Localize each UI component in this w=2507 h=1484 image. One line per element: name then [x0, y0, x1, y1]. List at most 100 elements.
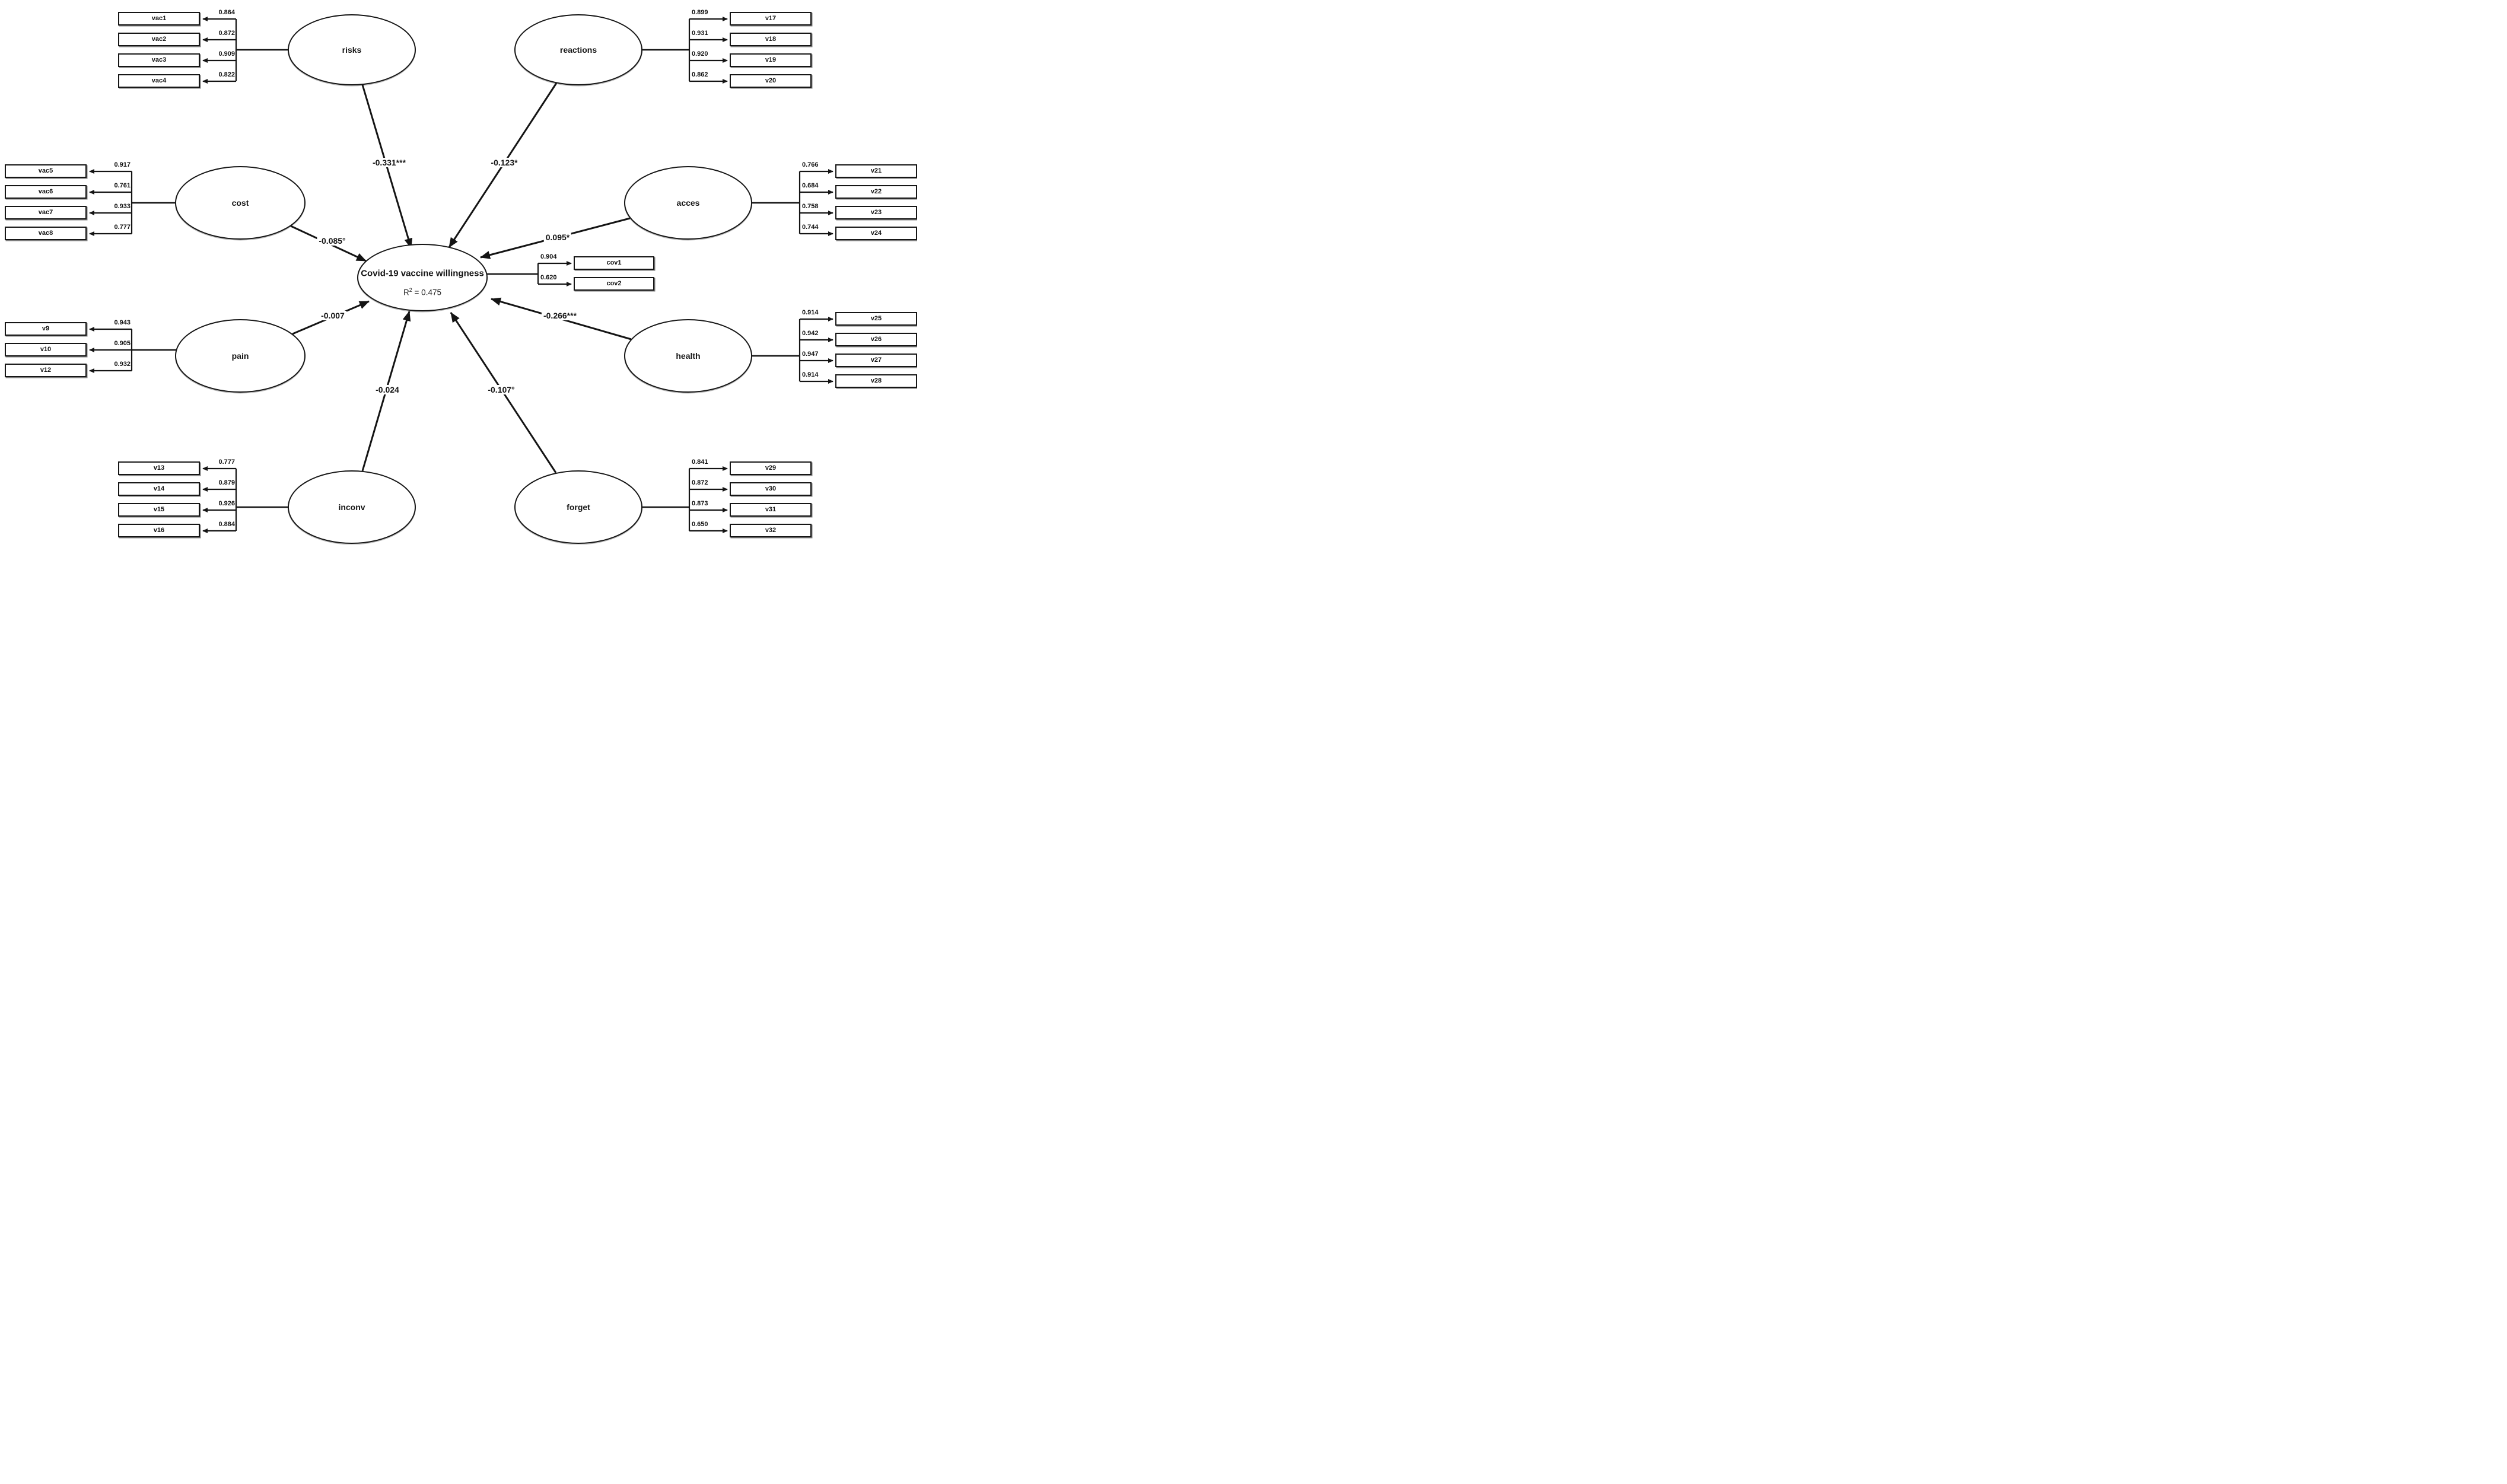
latent-ellipse-center-willingness [357, 244, 488, 311]
indicator-label: v17 [765, 15, 777, 22]
loading-value: 0.942 [802, 330, 819, 337]
indicator-box-v22: v22 [835, 185, 917, 199]
indicator-box-v29: v29 [730, 461, 812, 475]
indicator-label: v31 [765, 506, 777, 513]
latent-ellipse-acces: acces [624, 166, 752, 240]
loading-value: 0.758 [802, 203, 819, 210]
path-coefficient-health: -0.266*** [541, 311, 579, 320]
path-coefficient-inconv: -0.024 [374, 385, 401, 394]
indicator-label: v22 [870, 188, 882, 195]
latent-label: forget [567, 502, 590, 512]
indicator-label: vac5 [38, 167, 53, 174]
indicator-box-vac7: vac7 [5, 206, 87, 219]
indicator-label: v13 [153, 464, 165, 472]
indicator-box-v23: v23 [835, 206, 917, 219]
indicator-label: v23 [870, 209, 882, 216]
loading-value: 0.917 [114, 161, 131, 168]
loading-value: 0.841 [692, 458, 708, 466]
indicator-label: vac6 [38, 188, 53, 195]
indicator-box-v24: v24 [835, 227, 917, 240]
latent-ellipse-pain: pain [175, 319, 306, 393]
loading-value: 0.777 [218, 458, 235, 466]
path-coefficient-pain: -0.007 [319, 311, 346, 320]
indicator-box-vac1: vac1 [118, 12, 200, 26]
indicator-label: cov2 [606, 280, 622, 287]
latent-label: pain [231, 351, 249, 361]
indicator-label: cov1 [606, 259, 622, 266]
loading-value: 0.920 [692, 50, 708, 58]
indicator-label: v12 [40, 367, 52, 374]
indicator-box-cov1: cov1 [574, 256, 654, 270]
indicator-box-v12: v12 [5, 364, 87, 377]
loading-value: 0.766 [802, 161, 819, 168]
indicator-box-v28: v28 [835, 374, 917, 388]
loading-value: 0.926 [218, 500, 235, 507]
loading-value: 0.650 [692, 521, 708, 528]
indicator-label: vac7 [38, 209, 53, 216]
loading-value: 0.932 [114, 361, 131, 368]
loading-value: 0.872 [218, 30, 235, 37]
indicator-box-v15: v15 [118, 503, 200, 517]
indicator-arrows [89, 17, 833, 533]
loading-value: 0.761 [114, 182, 131, 189]
latent-ellipse-reactions: reactions [514, 14, 642, 85]
loading-value: 0.931 [692, 30, 708, 37]
indicator-box-v13: v13 [118, 461, 200, 475]
loading-value: 0.684 [802, 182, 819, 189]
latent-label: reactions [559, 45, 597, 55]
latent-ellipse-health: health [624, 319, 752, 393]
loading-value: 0.914 [802, 371, 819, 378]
loading-value: 0.909 [218, 50, 235, 58]
indicator-box-vac2: vac2 [118, 33, 200, 46]
latent-label: cost [231, 198, 249, 208]
indicator-box-v26: v26 [835, 333, 917, 346]
loading-value: 0.884 [218, 521, 235, 528]
loading-value: 0.872 [692, 479, 708, 486]
indicator-box-v32: v32 [730, 524, 812, 537]
loading-value: 0.933 [114, 203, 131, 210]
measurement-connectors [132, 49, 800, 508]
indicator-box-vac3: vac3 [118, 53, 200, 67]
indicator-label: v29 [765, 464, 777, 472]
latent-label: acces [676, 198, 700, 208]
indicator-box-cov2: cov2 [574, 277, 654, 291]
loading-value: 0.899 [692, 9, 708, 16]
loading-value: 0.862 [692, 71, 708, 78]
loading-value: 0.947 [802, 351, 819, 358]
path-coefficient-acces: 0.095* [543, 233, 572, 242]
indicator-label: v19 [765, 56, 777, 63]
indicator-label: v28 [870, 377, 882, 384]
indicator-box-v21: v21 [835, 164, 917, 178]
indicator-box-v30: v30 [730, 482, 812, 496]
loading-value: 0.905 [114, 340, 131, 347]
indicator-label: v32 [765, 527, 777, 534]
indicator-label: vac3 [151, 56, 167, 63]
indicator-label: vac2 [151, 36, 167, 43]
indicator-box-v14: v14 [118, 482, 200, 496]
loading-value: 0.904 [540, 253, 557, 260]
center-r-squared: R2 = 0.475 [403, 286, 441, 297]
latent-label: inconv [338, 502, 365, 512]
indicator-label: v18 [765, 36, 777, 43]
indicator-label: v14 [153, 485, 165, 492]
loading-value: 0.864 [218, 9, 235, 16]
loading-value: 0.914 [802, 309, 819, 316]
indicator-label: v30 [765, 485, 777, 492]
loading-value: 0.822 [218, 71, 235, 78]
loading-value: 0.943 [114, 319, 131, 326]
latent-ellipse-inconv: inconv [288, 470, 416, 544]
indicator-box-v27: v27 [835, 354, 917, 367]
loading-value: 0.777 [114, 224, 131, 231]
indicator-box-v17: v17 [730, 12, 812, 26]
indicator-label: vac8 [38, 230, 53, 237]
latent-label: health [676, 351, 701, 361]
loading-value: 0.744 [802, 224, 819, 231]
loading-value: 0.873 [692, 500, 708, 507]
path-coefficient-cost: -0.085° [317, 236, 348, 246]
indicator-label: v9 [42, 325, 50, 332]
indicator-box-v16: v16 [118, 524, 200, 537]
indicator-box-v18: v18 [730, 33, 812, 46]
indicator-box-vac5: vac5 [5, 164, 87, 178]
indicator-label: vac1 [151, 15, 167, 22]
indicator-box-vac8: vac8 [5, 227, 87, 240]
